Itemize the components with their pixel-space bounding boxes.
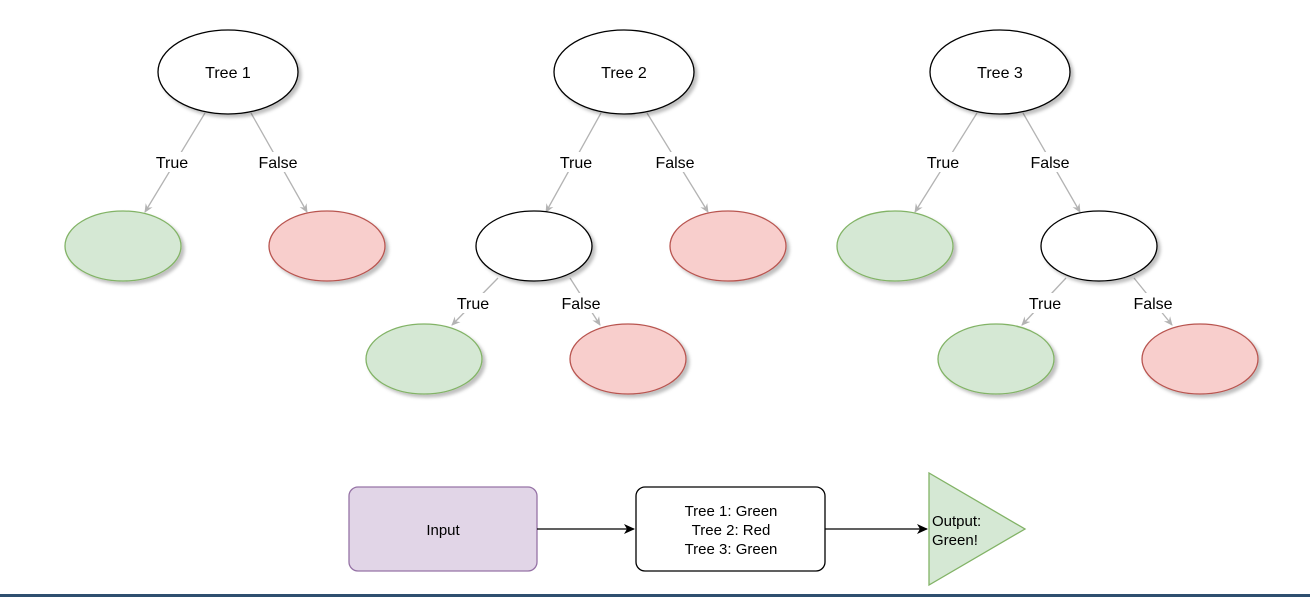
label-bg bbox=[1026, 152, 1074, 172]
tree-1-red-leaf bbox=[268, 210, 386, 282]
input-label: Input bbox=[426, 522, 460, 539]
tree-3-sub-red-leaf bbox=[1141, 323, 1259, 395]
label-bg bbox=[451, 293, 495, 313]
tree-1-root-node bbox=[157, 29, 299, 115]
tree-2-true-label: True bbox=[560, 155, 592, 172]
label-bg bbox=[1129, 293, 1177, 313]
label-bg bbox=[557, 293, 605, 313]
tree-2-root-node bbox=[553, 29, 695, 115]
aggregation-flow: Input Tree 1: Green Tree 2: Red Tree 3: … bbox=[348, 471, 1027, 587]
output-triangle bbox=[928, 471, 1027, 587]
tree-3-label: Tree 3 bbox=[977, 65, 1023, 82]
tree-1: Tree 1 True False bbox=[64, 29, 386, 282]
tree-3-sub-green-leaf bbox=[937, 323, 1055, 395]
tree-3-root-node bbox=[929, 29, 1071, 115]
tree-2-false-label: False bbox=[655, 155, 694, 172]
tree-2-sub-green-leaf bbox=[365, 323, 483, 395]
tree-3-green-leaf bbox=[836, 210, 954, 282]
result-line-2: Tree 2: Red bbox=[692, 522, 771, 539]
label-bg bbox=[651, 152, 699, 172]
tree-1-label: Tree 1 bbox=[205, 65, 251, 82]
tree-1-green-leaf bbox=[64, 210, 182, 282]
tree-3-true-label: True bbox=[927, 155, 959, 172]
tree-3: Tree 3 True False True False bbox=[836, 29, 1259, 395]
tree-3-decision-node bbox=[1040, 210, 1158, 282]
tree-2: Tree 2 True False True False bbox=[365, 29, 787, 395]
result-line-3: Tree 3: Green bbox=[685, 541, 778, 558]
tree-2-sub-true-label: True bbox=[457, 296, 489, 313]
tree-2-red-leaf bbox=[669, 210, 787, 282]
label-bg bbox=[921, 152, 965, 172]
tree-3-false-label: False bbox=[1030, 155, 1069, 172]
output-line-1: Output: bbox=[932, 513, 981, 530]
tree-2-sub-false-label: False bbox=[561, 296, 600, 313]
label-bg bbox=[554, 152, 598, 172]
tree-1-false-label: False bbox=[258, 155, 297, 172]
bottom-border bbox=[0, 594, 1310, 597]
label-bg bbox=[1023, 293, 1067, 313]
result-line-1: Tree 1: Green bbox=[685, 503, 778, 520]
tree-2-label: Tree 2 bbox=[601, 65, 647, 82]
tree-3-sub-true-label: True bbox=[1029, 296, 1061, 313]
label-bg bbox=[254, 152, 302, 172]
label-bg bbox=[150, 152, 194, 172]
tree-2-sub-red-leaf bbox=[569, 323, 687, 395]
output-line-2: Green! bbox=[932, 532, 978, 549]
tree-1-true-label: True bbox=[156, 155, 188, 172]
tree-3-sub-false-label: False bbox=[1133, 296, 1172, 313]
tree-2-decision-node bbox=[475, 210, 593, 282]
